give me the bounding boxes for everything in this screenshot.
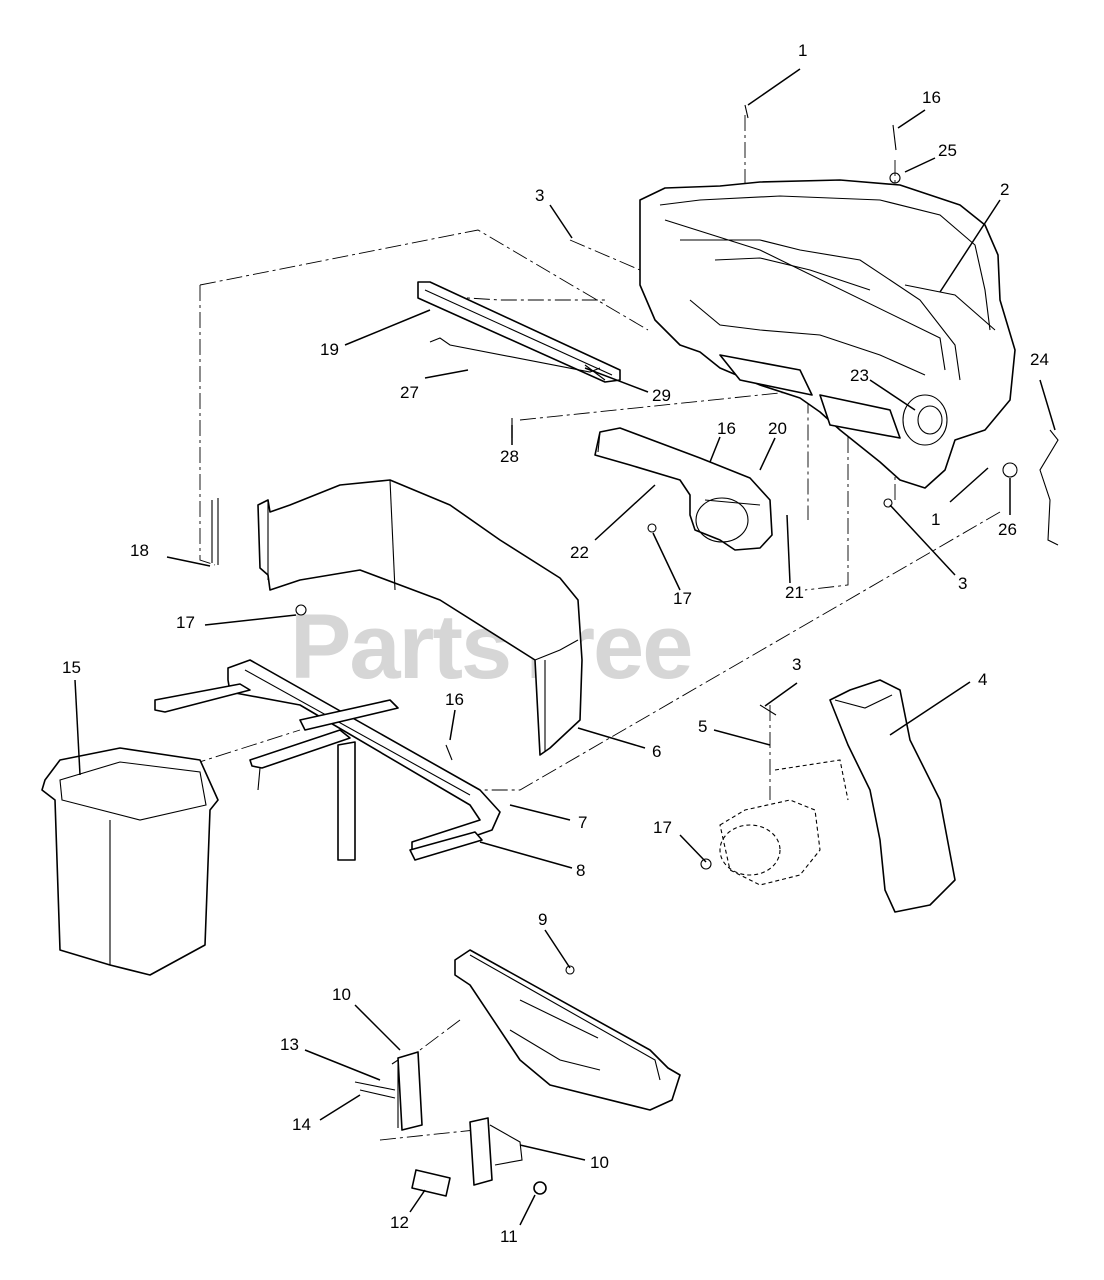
- callout-16: 16: [445, 690, 464, 709]
- callout-27: 27: [400, 383, 419, 402]
- callout-7: 7: [578, 813, 587, 832]
- frame-part-8: [154, 659, 501, 861]
- callout-3: 3: [958, 574, 967, 593]
- hinge-bars-parts-19-27-29: [417, 281, 621, 438]
- callout-3: 3: [792, 655, 801, 674]
- callout-16: 16: [922, 88, 941, 107]
- hardware-parts: [354, 1051, 547, 1197]
- tube-part-4: [829, 679, 956, 913]
- leader-lines: [74, 68, 1056, 1226]
- callout-5: 5: [698, 717, 707, 736]
- callout-1: 1: [798, 41, 807, 60]
- callout-6: 6: [652, 742, 661, 761]
- callout-1: 1: [931, 510, 940, 529]
- callout-25: 25: [938, 141, 957, 160]
- callout-26: 26: [998, 520, 1017, 539]
- bracket-part-9: [454, 949, 681, 1111]
- callout-10: 10: [590, 1153, 609, 1172]
- callout-2: 2: [1000, 180, 1009, 199]
- callout-29: 29: [652, 386, 671, 405]
- fasteners: [295, 104, 1059, 975]
- callout-4: 4: [978, 670, 987, 689]
- callout-17: 17: [673, 589, 692, 608]
- panel-part-6: [211, 479, 583, 756]
- callout-11: 11: [500, 1227, 518, 1246]
- callout-12: 12: [390, 1213, 409, 1232]
- callout-10: 10: [332, 985, 351, 1004]
- callout-21: 21: [785, 583, 804, 602]
- callout-14: 14: [292, 1115, 311, 1134]
- callout-18: 18: [130, 541, 149, 560]
- callout-24: 24: [1030, 350, 1049, 369]
- callout-22: 22: [570, 543, 589, 562]
- callout-9: 9: [538, 910, 547, 929]
- callout-15: 15: [62, 658, 81, 677]
- callout-8: 8: [576, 861, 585, 880]
- callout-19: 19: [320, 340, 339, 359]
- bag-part-15: [41, 747, 219, 976]
- callout-17: 17: [653, 818, 672, 837]
- deflector-part-22: [594, 427, 773, 551]
- chute-housing-part-2: [639, 179, 1016, 489]
- callout-28: 28: [500, 447, 519, 466]
- adapter-outline: [719, 759, 849, 886]
- callout-23: 23: [850, 366, 869, 385]
- callout-13: 13: [280, 1035, 299, 1054]
- callout-3: 3: [535, 186, 544, 205]
- callout-20: 20: [768, 419, 787, 438]
- callout-labels: 1 16 25 2 3 19 27 29 28 23 24 16 20 1 26…: [62, 41, 1049, 1246]
- callout-17: 17: [176, 613, 195, 632]
- callout-16: 16: [717, 419, 736, 438]
